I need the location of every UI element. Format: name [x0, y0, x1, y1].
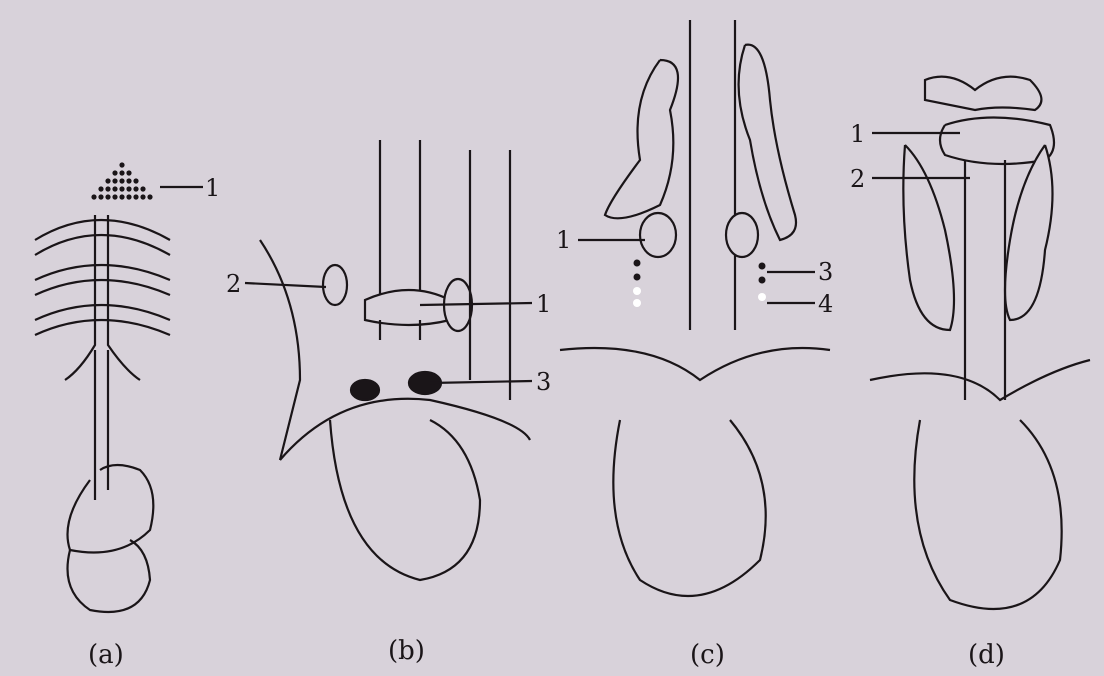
stipple-dot [112, 186, 118, 192]
stipple-dot [112, 194, 118, 200]
panel-d-drawing [869, 75, 1091, 611]
stipple-dot [133, 186, 139, 192]
stipple-dot [119, 170, 125, 176]
panel-c-drawing [559, 20, 831, 598]
stipple-dot [133, 178, 139, 184]
stipple-dot [105, 194, 111, 200]
stipple-dot [126, 194, 132, 200]
label-b-3: 3 [536, 368, 552, 396]
stipple-dot [126, 186, 132, 192]
stipple-dot [119, 178, 125, 184]
stipple-dot [119, 186, 125, 192]
label-d-1: 1 [850, 120, 866, 148]
stipple-dot [91, 194, 97, 200]
panel-b-drawing [259, 140, 531, 582]
label-c-4: 4 [818, 290, 834, 318]
stipple-dot [140, 186, 146, 192]
label-c-1: 1 [556, 226, 572, 254]
label-b-1: 1 [536, 290, 552, 318]
stipple-dot [105, 186, 111, 192]
caption-a: (a) [88, 640, 124, 670]
stipple-dot [119, 194, 125, 200]
stipple-dot [140, 194, 146, 200]
stipple-dot [126, 178, 132, 184]
caption-b: (b) [388, 636, 425, 666]
caption-c: (c) [690, 640, 725, 670]
panel-a-drawing [34, 162, 171, 614]
stipple-dot [133, 194, 139, 200]
stipple-dot [98, 186, 104, 192]
caption-d: (d) [968, 640, 1005, 670]
stipple-dot [147, 194, 153, 200]
label-a-1: 1 [205, 174, 221, 202]
stipple-dot [112, 170, 118, 176]
stipple-dot [98, 194, 104, 200]
stipple-dot [119, 162, 125, 168]
label-b-2: 2 [226, 270, 242, 298]
stipple-dot [105, 178, 111, 184]
stipple-dot [112, 178, 118, 184]
label-d-2: 2 [850, 165, 866, 193]
stipple-dot [126, 170, 132, 176]
label-c-3: 3 [818, 258, 834, 286]
